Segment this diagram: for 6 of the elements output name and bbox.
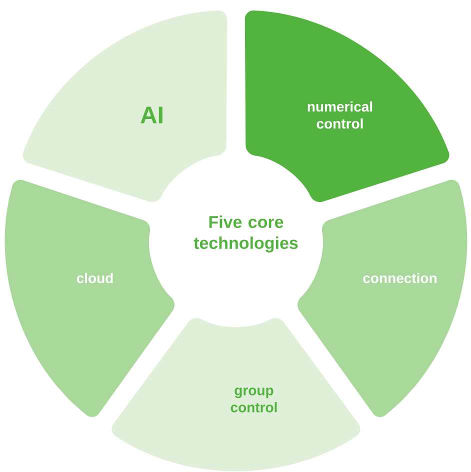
ring-segment: cloud bbox=[4, 180, 174, 418]
ring-segment: AI bbox=[22, 10, 228, 202]
ring-segment: connection bbox=[298, 180, 468, 418]
ring-segment: group control bbox=[112, 318, 360, 472]
center-title: Five core technologies bbox=[194, 216, 298, 252]
ring-segment: numerical control bbox=[244, 10, 450, 202]
